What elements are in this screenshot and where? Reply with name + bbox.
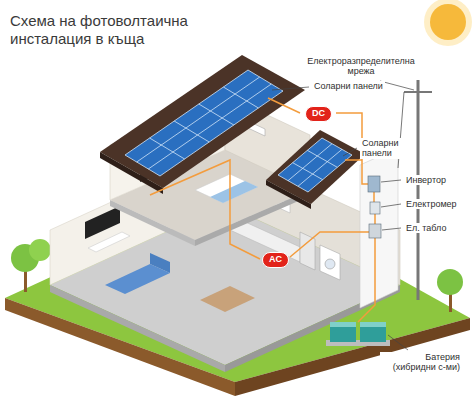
current-badge: DC [305,106,332,122]
pole [398,80,432,300]
callout-label: Електромер [404,199,459,209]
callout-label: Батерия (хибридни с-ми) [380,352,462,373]
battery-part [330,322,356,342]
tree [11,239,51,292]
second-roof-part [288,144,332,181]
wiring-part [268,98,300,113]
ground-floor [50,150,400,372]
leader-lines-part [343,148,357,156]
leader-lines-part [381,204,401,207]
main-roof-part [223,87,258,108]
wiring [150,98,375,322]
sun-part [424,0,472,46]
main-roof-part [174,121,209,142]
furniture-part [325,259,335,269]
main-roof-part [125,70,283,176]
second-roof-part [278,138,352,192]
leader-lines-part [382,228,401,230]
callout-label: Ел. табло [404,223,448,233]
callout-label: Соларни панели [360,138,406,159]
side-wall-part [360,148,398,308]
leader-lines-part [381,180,401,182]
devices-part [369,224,381,238]
devices-part [370,202,380,214]
diagram-title: Схема на фотоволтаична инсталация в къща [10,12,200,48]
wiring-part [373,192,375,202]
devices-part [368,176,380,192]
second-roof [266,130,365,209]
current-badge: AC [262,252,289,268]
leader-lines-part [272,87,309,90]
leader-lines [272,81,414,350]
sun [424,0,472,46]
main-roof-part [150,138,185,159]
pole-part [417,80,420,300]
callout-label: Соларни панели [312,81,385,91]
callout-label: Инвертор [404,175,448,185]
battery-part [360,322,386,342]
main-roof-part [148,84,271,169]
main-roof-part [137,77,260,162]
leader-lines-part [388,335,408,350]
furniture-part [85,206,120,239]
badge-text: DC [312,108,325,118]
wiring-part [345,159,362,161]
tree [437,269,463,312]
side-wall [360,148,398,308]
furniture-part [105,264,170,294]
battery-part [360,322,386,327]
upper-floor-part [110,200,195,246]
callout-label: Електроразпределителна мрежа [300,56,422,77]
furniture-part [88,232,130,252]
upper-floor-part [210,181,258,203]
tree-part [437,269,463,295]
badge-text: AC [269,254,282,264]
ground-floor-part [50,285,225,372]
second-roof-part [298,149,342,186]
upper-floor-part [195,174,258,203]
main-roof-part [199,104,234,125]
leader-lines-part [380,81,414,90]
second-roof-part [293,163,323,180]
furniture-part [320,245,340,280]
furniture-part [200,286,255,312]
devices [368,176,381,238]
wiring-part [358,238,375,322]
second-roof-part [307,150,337,167]
battery [326,322,390,346]
wiring-part [374,214,376,224]
tree-part [29,239,51,261]
wiring-part [290,232,369,257]
sun-part [430,4,466,40]
battery-part [330,322,356,327]
pole-part [404,91,432,93]
main-roof-part [100,55,305,188]
wiring-part [150,160,260,259]
